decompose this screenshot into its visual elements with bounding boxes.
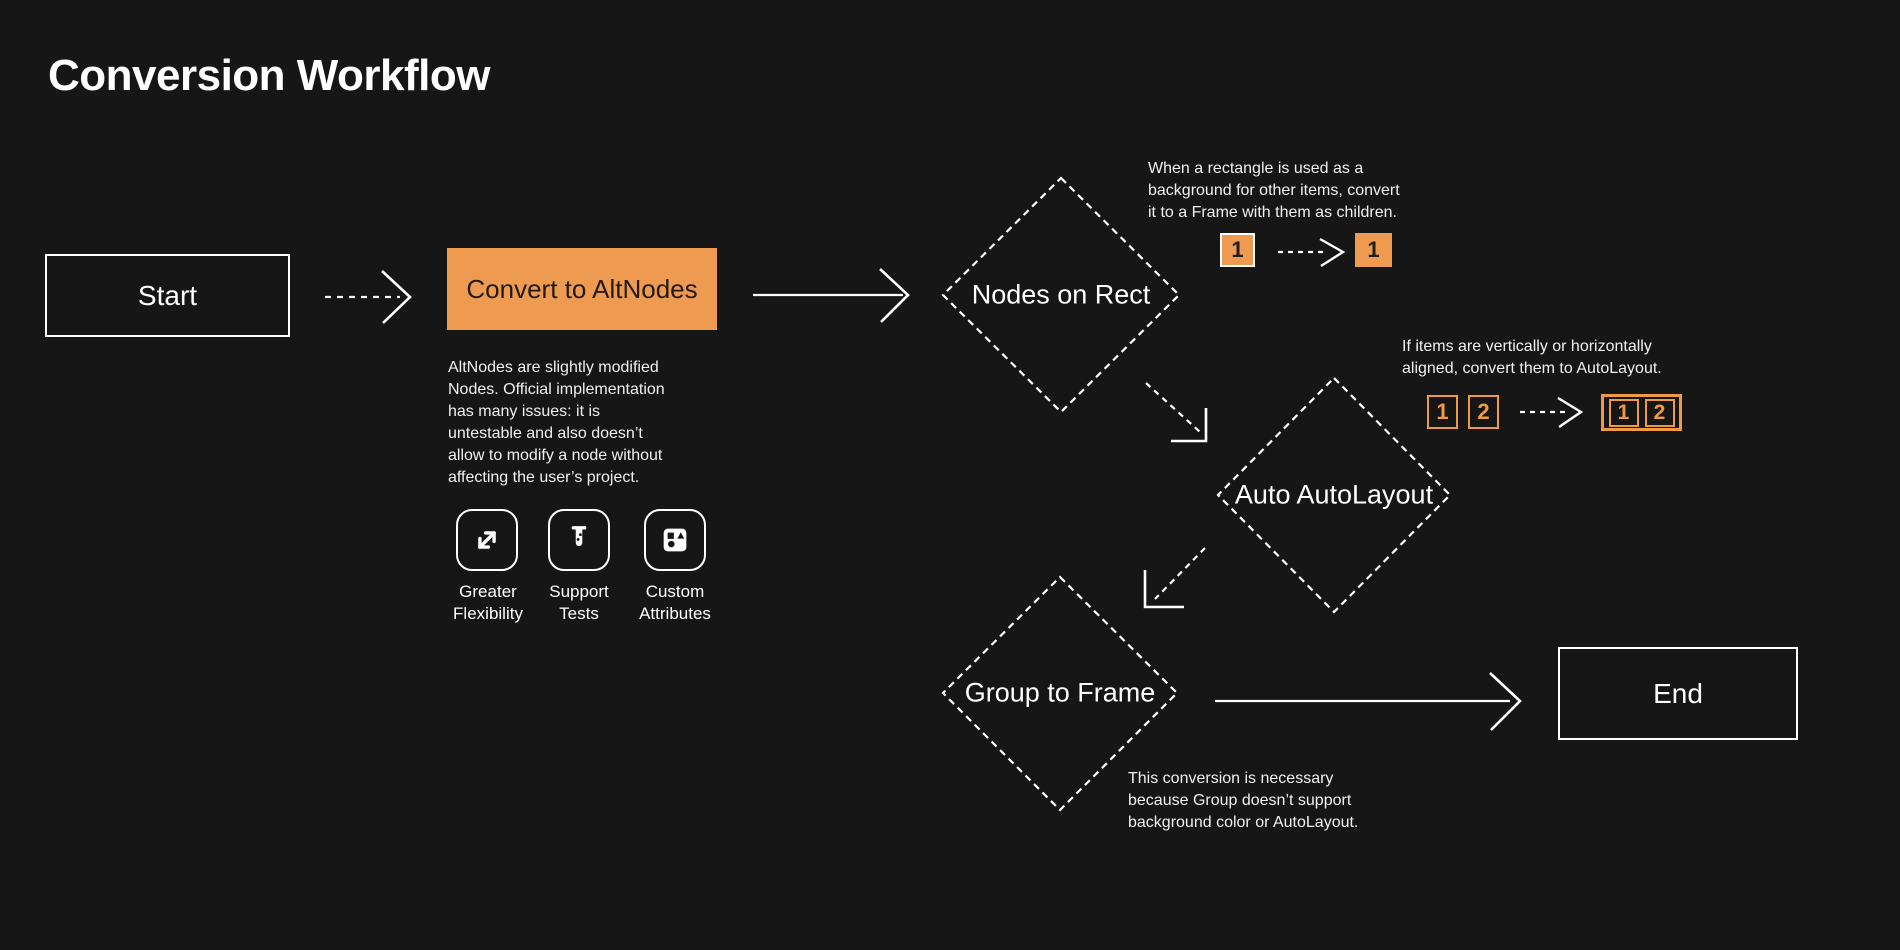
annotation-rect-to-frame: When a rectangle is used as a background…	[1148, 158, 1400, 224]
shapes-icon	[663, 528, 687, 552]
description-line: affecting the user’s project.	[448, 469, 640, 486]
annotation-group-note: This conversion is necessary because Gro…	[1128, 768, 1358, 834]
annotation-line: aligned, convert them to AutoLayout.	[1402, 360, 1662, 377]
annotation-line: This conversion is necessary	[1128, 770, 1334, 787]
annotation-line: If items are vertically or horizontally	[1402, 338, 1652, 355]
feature-label-support-tests: Support Tests	[549, 581, 609, 625]
autolayout-example-after-group: 1 2	[1601, 394, 1682, 431]
feature-custom-attributes	[644, 509, 706, 571]
arrow-autolayout-example	[1520, 396, 1584, 428]
description-line: Nodes. Official implementation	[448, 381, 665, 398]
auto-autolayout-diamond	[1216, 376, 1452, 614]
box-number: 2	[1653, 400, 1666, 424]
node-convert-label: Convert to AltNodes	[466, 273, 698, 304]
feature-greater-flexibility	[456, 509, 518, 571]
box-number: 1	[1367, 237, 1380, 262]
feature-label-line: Support	[549, 582, 609, 601]
arrow-grouptoframe-to-end	[1215, 672, 1522, 731]
feature-label-custom-attributes: Custom Attributes	[639, 581, 711, 625]
feature-label-line: Attributes	[639, 604, 711, 623]
expand-arrows-icon	[478, 531, 496, 549]
autolayout-example-after-box-2: 2	[1644, 398, 1675, 427]
description-line: AltNodes are slightly modified	[448, 359, 659, 376]
node-start-label: Start	[137, 279, 198, 311]
box-number: 1	[1231, 237, 1244, 262]
annotation-autolayout: If items are vertically or horizontally …	[1402, 336, 1662, 380]
annotation-line: it to a Frame with them as children.	[1148, 204, 1397, 221]
arrow-autolayout-to-grouptoframe	[1143, 547, 1206, 609]
arrow-rect-example	[1278, 237, 1346, 268]
node-auto-autolayout-label: Auto AutoLayout	[1234, 479, 1434, 510]
feature-label-line: Flexibility	[453, 604, 523, 623]
annotation-line: background color or AutoLayout.	[1128, 814, 1359, 831]
feature-label-line: Tests	[559, 604, 599, 623]
node-convert-to-altnodes: Convert to AltNodes	[447, 248, 717, 330]
altnodes-description: AltNodes are slightly modified Nodes. Of…	[448, 357, 665, 489]
annotation-line: because Group doesn’t support	[1128, 792, 1352, 809]
nodes-on-rect-diamond	[941, 176, 1181, 414]
feature-label-greater-flexibility: Greater Flexibility	[453, 581, 523, 625]
arrow-start-to-convert	[325, 270, 412, 324]
description-line: has many issues: it is	[448, 403, 601, 420]
page-title: Conversion Workflow	[48, 51, 490, 100]
node-end: End	[1558, 647, 1798, 740]
annotation-line: When a rectangle is used as a	[1148, 160, 1364, 177]
autolayout-example-before-box-1: 1	[1427, 395, 1458, 429]
rect-example-after-box: 1	[1355, 233, 1392, 267]
node-group-to-frame-label: Group to Frame	[964, 677, 1156, 708]
feature-label-line: Custom	[645, 582, 705, 601]
annotation-line: background for other items, convert	[1148, 182, 1400, 199]
description-line: untestable and also doesn’t	[448, 425, 643, 442]
arrow-nodesonrect-to-autolayout	[1145, 382, 1208, 443]
box-number: 1	[1436, 399, 1449, 424]
description-line: allow to modify a node without	[448, 447, 663, 464]
autolayout-example-after-box-1: 1	[1608, 398, 1639, 427]
node-start: Start	[45, 254, 290, 337]
autolayout-example-before-box-2: 2	[1468, 395, 1499, 429]
test-tube-icon	[571, 526, 587, 547]
box-number: 2	[1477, 399, 1490, 424]
node-nodes-on-rect-label: Nodes on Rect	[971, 279, 1151, 310]
group-to-frame-diamond	[941, 575, 1179, 812]
node-end-label: End	[1653, 677, 1703, 709]
arrow-convert-to-nodesonrect	[753, 268, 910, 323]
feature-support-tests	[548, 509, 610, 571]
feature-label-line: Greater	[459, 582, 517, 601]
rect-example-before-box: 1	[1220, 233, 1255, 267]
box-number: 1	[1617, 400, 1630, 424]
